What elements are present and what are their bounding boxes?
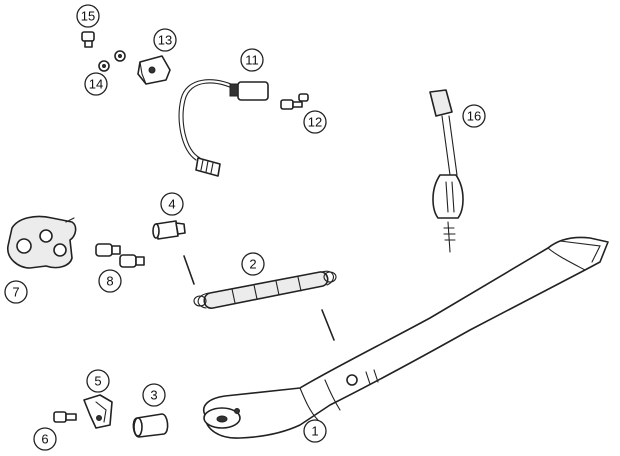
svg-text:7: 7	[12, 285, 19, 300]
mounting-plate-part	[7, 215, 77, 269]
callout-1[interactable]: 1	[303, 419, 327, 443]
wiring-harness-part	[178, 79, 269, 177]
callout-8[interactable]: 8	[98, 269, 122, 293]
svg-text:11: 11	[245, 53, 259, 68]
svg-text:12: 12	[308, 115, 322, 130]
callout-15[interactable]: 15	[76, 4, 100, 28]
callout-7[interactable]: 7	[4, 280, 28, 304]
pin-part	[152, 220, 186, 240]
callout-16[interactable]: 16	[462, 104, 486, 128]
svg-text:5: 5	[94, 374, 101, 389]
leader-line-2	[321, 309, 335, 341]
svg-text:1: 1	[311, 424, 318, 439]
screw-part-6	[53, 411, 77, 423]
svg-text:4: 4	[168, 197, 175, 212]
callout-3[interactable]: 3	[142, 383, 166, 407]
screw-part-12	[280, 93, 309, 110]
callout-14[interactable]: 14	[84, 72, 108, 96]
svg-text:13: 13	[158, 33, 172, 48]
svg-text:3: 3	[150, 388, 157, 403]
svg-text:2: 2	[249, 257, 256, 272]
svg-text:6: 6	[41, 432, 48, 447]
spring-part	[193, 270, 337, 309]
svg-text:16: 16	[467, 109, 481, 124]
svg-text:8: 8	[106, 274, 113, 289]
callout-11[interactable]: 11	[240, 48, 264, 72]
svg-text:15: 15	[81, 9, 95, 24]
callout-13[interactable]: 13	[153, 28, 177, 52]
strap-part	[429, 89, 464, 253]
screw-part-15	[81, 31, 95, 48]
callout-12[interactable]: 12	[303, 110, 327, 134]
callout-6[interactable]: 6	[33, 427, 57, 451]
callout-2[interactable]: 2	[241, 252, 265, 276]
bracket-part	[83, 394, 113, 429]
sidestand-switch-part	[137, 55, 171, 85]
callout-5[interactable]: 5	[86, 369, 110, 393]
nuts-part-14	[98, 50, 126, 72]
bolts-part-8	[95, 243, 145, 268]
sleeve-part	[132, 413, 169, 438]
leader-line-4	[183, 255, 195, 285]
side-stand-part	[203, 236, 609, 439]
svg-text:14: 14	[89, 77, 103, 92]
callout-4[interactable]: 4	[160, 192, 184, 216]
